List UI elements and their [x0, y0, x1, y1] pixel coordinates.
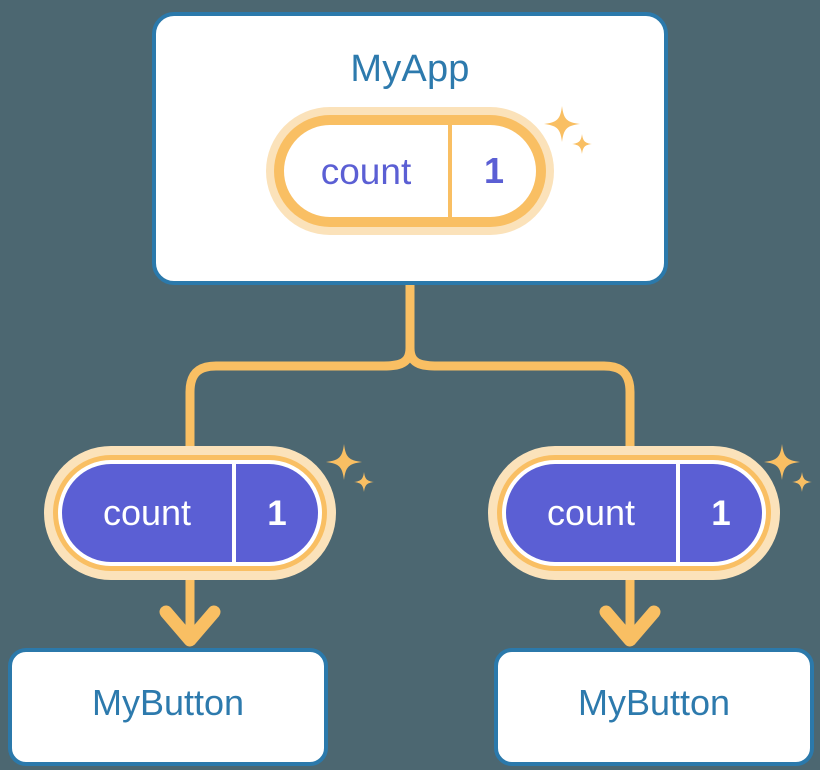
connector-branch-left	[185, 343, 415, 457]
root-state-pill[interactable]: count 1	[266, 107, 554, 235]
state-key: count	[102, 492, 192, 533]
state-divider	[448, 125, 452, 217]
arrow-left-head	[159, 605, 221, 647]
branch-state-pill-right[interactable]: count 1	[488, 446, 780, 580]
leaf-component-label: MyButton	[577, 682, 731, 723]
state-key: count	[546, 492, 636, 533]
root-component-title: MyApp	[350, 48, 470, 90]
arrow-left-group	[159, 578, 221, 647]
connector-branch-right	[405, 343, 635, 457]
state-divider	[232, 464, 236, 562]
leaf-component-label: MyButton	[91, 682, 245, 723]
branch-state-pill-left[interactable]: count 1	[44, 446, 336, 580]
pill-body: count 1	[506, 464, 762, 562]
arrow-right-group	[599, 578, 661, 647]
leaf-component-card-left[interactable]: MyButton	[8, 648, 328, 766]
state-value: 1	[483, 150, 505, 191]
state-value: 1	[267, 493, 287, 533]
state-divider	[676, 464, 680, 562]
state-value: 1	[711, 493, 731, 533]
pill-body: count 1	[284, 125, 536, 217]
arrow-right-head	[599, 605, 661, 647]
leaf-component-card-right[interactable]: MyButton	[494, 648, 814, 766]
state-key: count	[320, 150, 412, 192]
pill-body: count 1	[62, 464, 318, 562]
